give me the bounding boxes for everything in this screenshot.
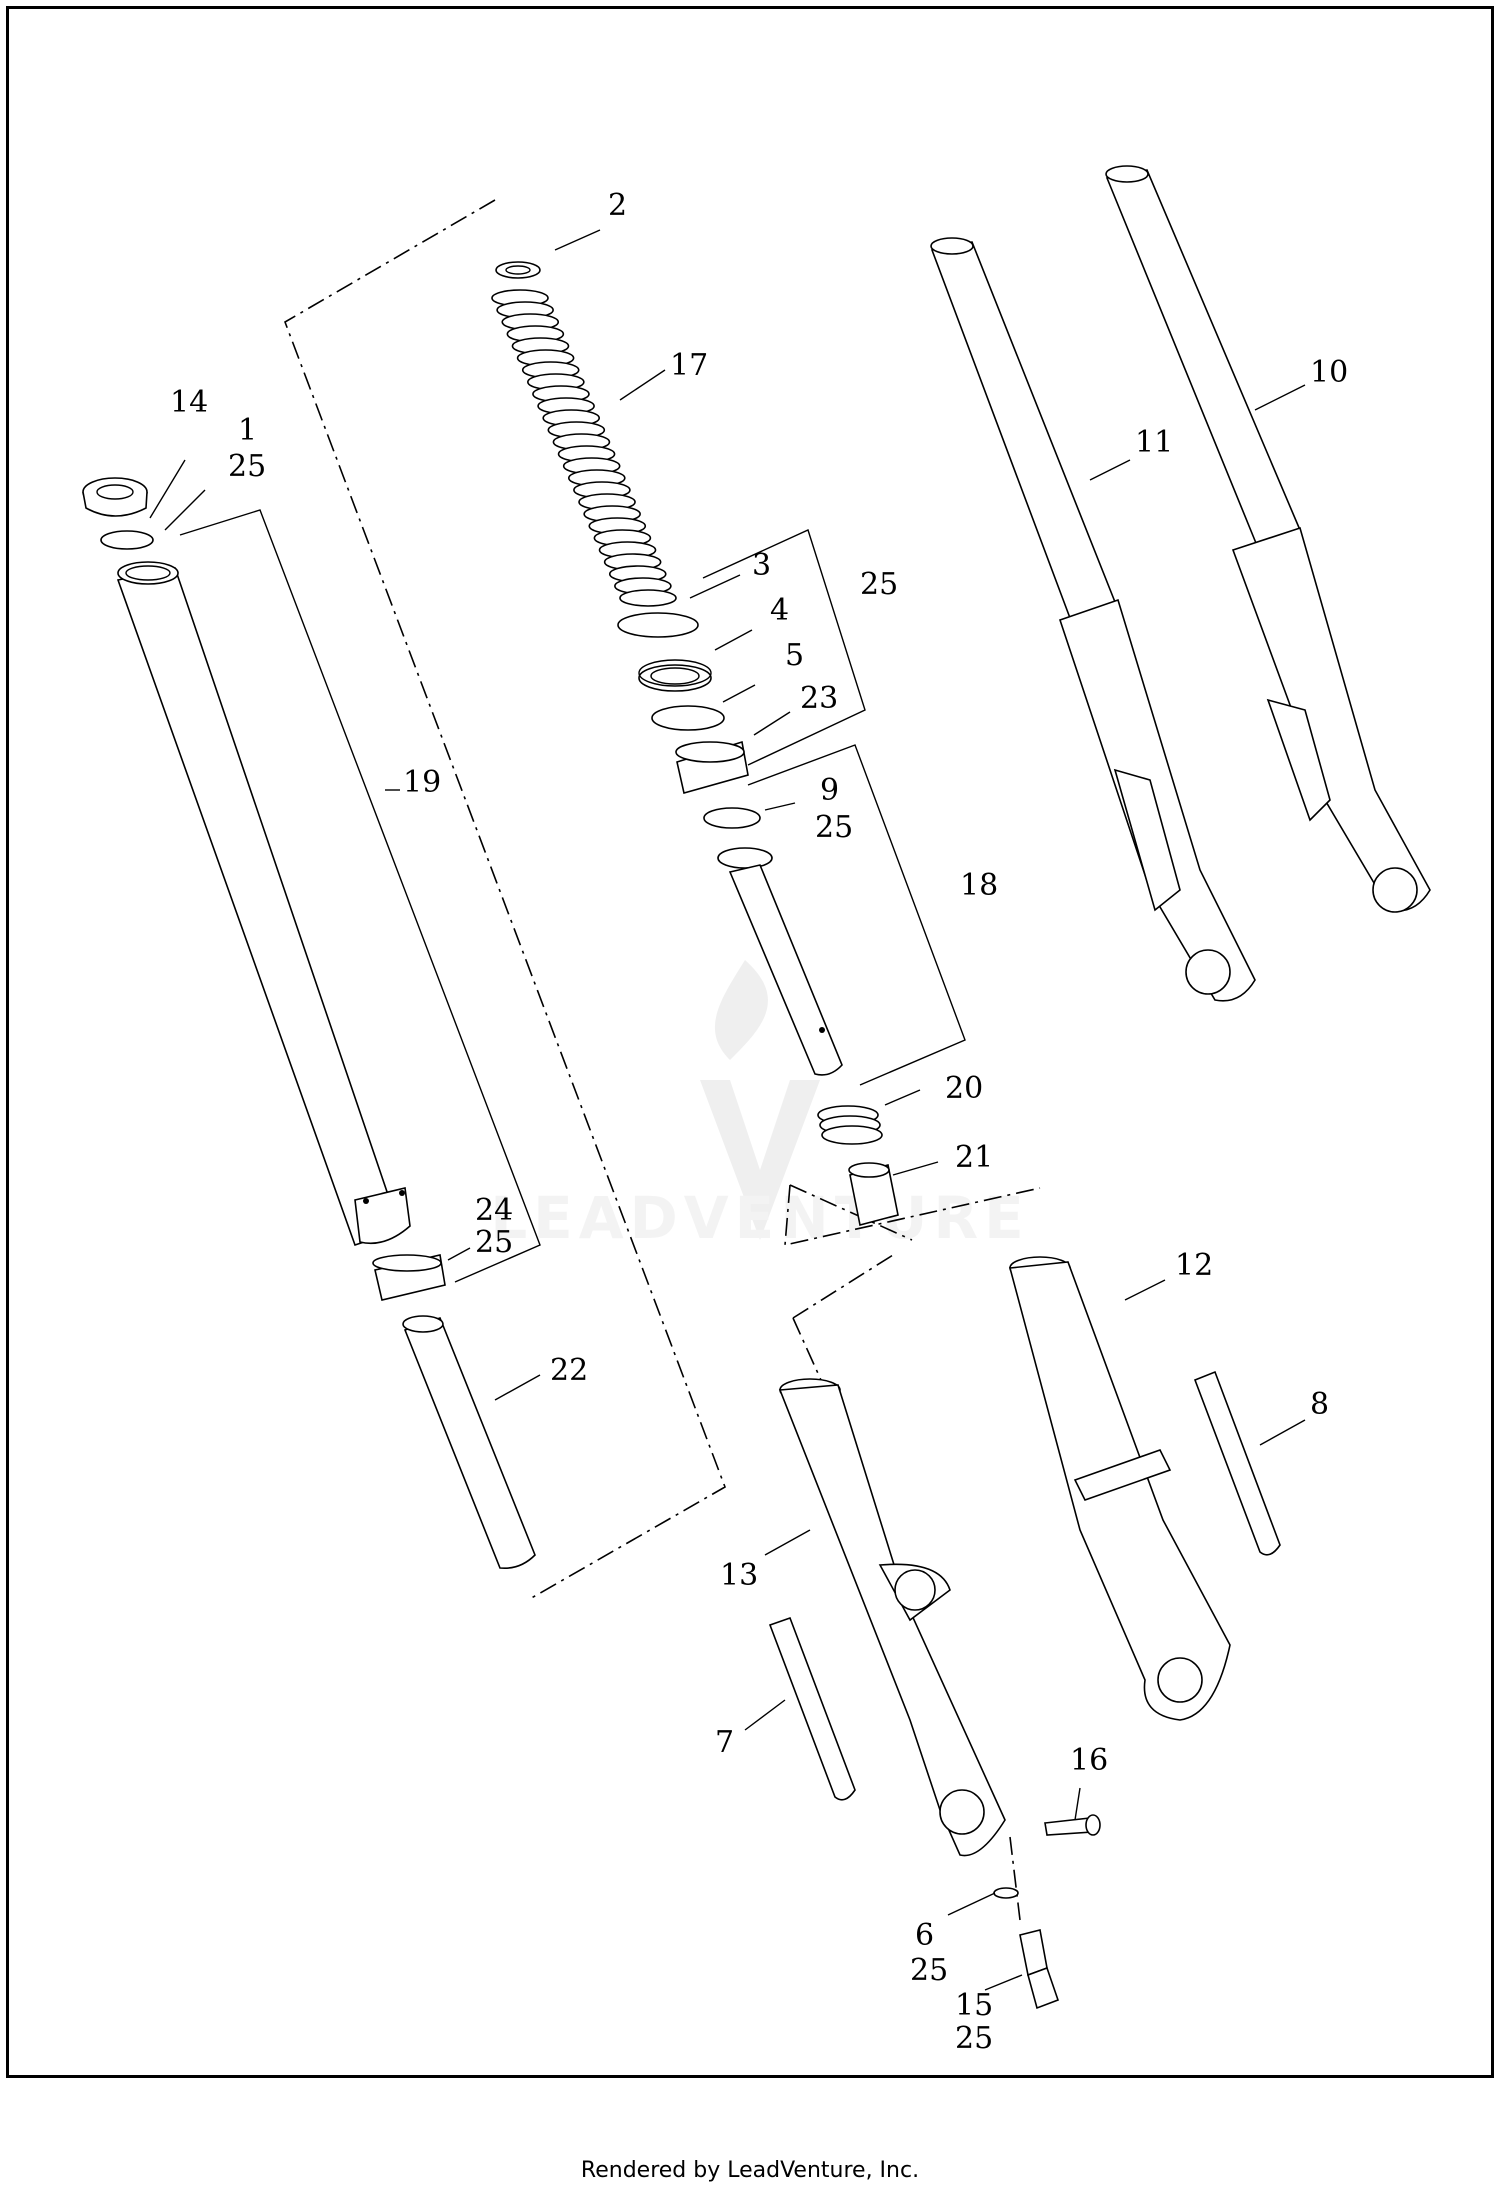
part-12-fork-slider [1008,1256,1231,1721]
leader-lines [149,229,1306,1991]
callout-16: 16 [1070,1743,1108,1778]
callout-4: 4 [770,593,789,628]
part-5-ring [651,705,725,731]
part-10-fork-assembly [1105,165,1431,913]
kit-boundary-lower [784,1184,1041,1247]
callout-9: 9 [820,773,839,808]
callout-25: 25 [475,1225,513,1260]
part-2-washer [495,261,541,279]
part-11-fork-assembly [930,237,1256,1002]
part-19-fork-tube [116,561,411,1247]
callout-25: 25 [860,567,898,602]
part-24-bushing [372,1254,446,1301]
part-20-rebound-spring [817,1105,883,1145]
callout-18: 18 [960,868,998,903]
callout-11: 11 [1135,425,1173,460]
callout-25: 25 [815,810,853,845]
callout-13: 13 [720,1558,758,1593]
callout-22: 22 [550,1353,588,1388]
callout-3: 3 [752,548,771,583]
kit-boundary-25-seals [789,1184,913,1241]
part-21-bushing [848,1162,899,1226]
kit-outline-19-right [179,509,541,1283]
render-credit-footer: Rendered by LeadVenture, Inc. [580,2158,920,2183]
callout-labels: 2 17 14 1 25 3 25 4 5 23 9 25 18 19 20 2… [170,188,1348,2056]
part-8-slider-pad [1193,1370,1281,1556]
callout-25: 25 [910,1953,948,1988]
leadventure-watermark-logo: LEADVENTURE [490,960,1030,1252]
part-17-spring [491,289,677,607]
spring-coil [619,589,677,607]
part-18-damper-rod [717,847,843,1076]
part-23-bushing [675,740,749,794]
callout-12: 12 [1175,1248,1213,1283]
diagram-frame [6,6,1494,2078]
part-9-ring [703,807,761,829]
callout-8: 8 [1310,1387,1329,1422]
callout-25: 25 [228,449,266,484]
part-22-tube [402,1315,536,1570]
callout-21: 21 [955,1140,993,1175]
kit-outline-18 [747,744,966,1086]
part-15-bolt [1019,1929,1060,2010]
part-13-fork-slider [778,1378,1006,1857]
callout-5: 5 [785,638,804,673]
part-6-washer [993,1887,1019,1899]
kit-boundary-lower-left [792,1254,894,1319]
callout-10: 10 [1310,355,1348,390]
watermark-text: LEADVENTURE [490,1184,1030,1252]
part-7-slider-pad [768,1616,856,1801]
part-4-seal [638,659,712,692]
callout-6: 6 [915,1918,934,1953]
callout-2: 2 [608,188,627,223]
kit-outline-25 [702,529,866,766]
callout-7: 7 [715,1725,734,1760]
part-14-cap [82,477,148,517]
callout-15: 15 [955,1988,993,2023]
callout-25: 25 [955,2021,993,2056]
part-16-screw [1044,1814,1101,1836]
callout-1: 1 [238,413,257,448]
kit-boundary-19 [284,199,726,1601]
part-3-ring [617,612,699,638]
callout-14: 14 [170,385,208,420]
callout-20: 20 [945,1071,983,1106]
callout-19: 19 [403,765,441,800]
callout-24: 24 [475,1193,513,1228]
callout-17: 17 [670,348,708,383]
callout-23: 23 [800,681,838,716]
part-1-ring [100,530,154,550]
